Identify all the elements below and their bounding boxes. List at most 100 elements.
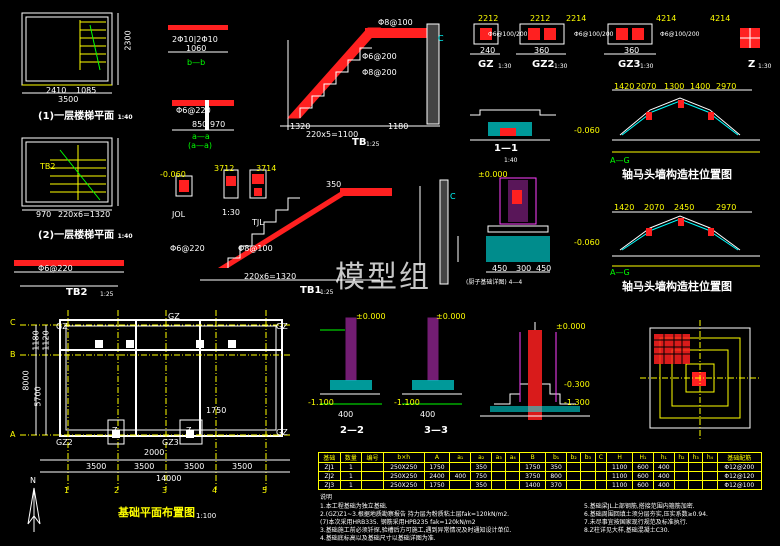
tb1-title: TB1 <box>300 285 322 296</box>
table-cell <box>491 480 507 490</box>
z-tag-2: Z <box>186 426 192 435</box>
table-header-cell: h₂ <box>673 452 690 463</box>
dim-240: 240 <box>480 46 496 55</box>
plan-3500-a: 3500 <box>86 462 107 471</box>
table-cell: 1100 <box>606 462 633 472</box>
table-cell: 1750 <box>519 462 547 472</box>
dim-450-b: 450 <box>536 264 552 273</box>
dim-1060: 1060 <box>186 44 207 53</box>
g2-1420: 1420 <box>614 203 635 212</box>
table-header-cell: a₂ <box>470 452 493 463</box>
dim-2212-b: 2212 <box>530 14 551 23</box>
table-header-cell: a₁ <box>449 452 472 463</box>
dim-3500: 3500 <box>58 95 79 104</box>
s44-elev: ±0.000 <box>478 170 508 179</box>
gable2-title: 轴马头墙构造柱位置图 <box>622 280 732 293</box>
rebar-tb1-low: Φ6@220 <box>170 244 205 253</box>
axis-2: 2 <box>114 486 120 495</box>
section-1-1 <box>470 109 556 141</box>
table-cell: Φ12@100 <box>716 480 763 490</box>
dim-300: 300 <box>516 264 532 273</box>
table-cell <box>673 480 690 490</box>
axis-3: 3 <box>162 486 168 495</box>
note-1: 1.本工程基础为独立基础. <box>320 503 388 510</box>
table-cell <box>491 471 507 481</box>
g2-2070: 2070 <box>644 203 665 212</box>
table-cell: 1400 <box>519 480 547 490</box>
table-cell <box>505 462 521 472</box>
g2-2970: 2970 <box>716 203 737 212</box>
table-cell: 350 <box>470 462 493 472</box>
rebar-aa: Φ6@220 <box>176 106 211 115</box>
plan-3500-c: 3500 <box>184 462 205 471</box>
rebar-tb-low: Φ8@200 <box>362 68 397 77</box>
plan-1180: 1180 <box>31 330 41 351</box>
g2-axis: A—G <box>610 268 630 277</box>
table-cell: 250X250 <box>382 471 425 481</box>
gz3-scale: 1:30 <box>640 63 654 70</box>
note-r4: 8.Z柱详见大样,基础混凝土C30. <box>584 527 670 534</box>
table-cell: 1 <box>339 480 363 490</box>
gz2-title: GZ2 <box>532 59 555 70</box>
gz-tag-6: GZ <box>276 428 288 437</box>
tjl-title: TJL <box>252 218 264 227</box>
beam-bb <box>168 25 234 131</box>
note-r1: 5.基础梁JL上部钢筋,搭接范围内箍筋加密. <box>584 503 695 510</box>
note-2: 2.(GZ)Z1~3.根据地质勘察报告 持力层为粉质粘土层fak=120kN/m… <box>320 511 510 518</box>
table-cell <box>505 471 521 481</box>
table-cell <box>449 480 472 490</box>
axis-b: B <box>10 350 16 359</box>
table-header-cell: a₃ <box>491 452 507 463</box>
table-cell: 400 <box>652 480 675 490</box>
table-cell <box>566 471 582 481</box>
table-cell <box>566 480 582 490</box>
table-header-cell: 编号 <box>361 452 384 463</box>
table-cell <box>688 480 704 490</box>
table-cell <box>361 462 384 472</box>
table-cell: 3750 <box>519 471 547 481</box>
table-cell <box>702 462 718 472</box>
gz-tag-1: GZ <box>56 322 68 331</box>
table-cell <box>673 471 690 481</box>
note-5: 4.基础底标高以及基础尺寸以基础详图为准. <box>320 535 436 542</box>
foundation-plan <box>20 310 290 490</box>
stair-plan-2-title: (2)一层楼梯平面 1:40 <box>38 230 133 241</box>
rebar-bb-top: 2Φ10|2Φ10 <box>172 35 218 44</box>
g1-2970: 2970 <box>716 82 737 91</box>
table-cell: 1 <box>339 471 363 481</box>
dim-970: 970 <box>36 210 52 219</box>
table-cell <box>491 462 507 472</box>
gz-title: GZ <box>478 59 494 70</box>
dim-850: 850|970 <box>192 120 226 129</box>
table-cell: 750 <box>470 471 493 481</box>
fd-elev-3: -1.300 <box>564 398 590 407</box>
table-cell: 250X250 <box>382 480 425 490</box>
table-cell: 1750 <box>423 480 451 490</box>
table-header-cell: b₃ <box>580 452 596 463</box>
tb-scale: 1:25 <box>366 141 380 148</box>
plan-3500-d: 3500 <box>232 462 253 471</box>
fd-elev-2: -0.300 <box>564 380 590 389</box>
table-header-cell: B <box>519 452 547 463</box>
table-cell <box>580 480 596 490</box>
table-cell: 600 <box>632 480 654 490</box>
section-2-2 <box>320 317 382 405</box>
axis-1: 1 <box>64 486 70 495</box>
table-cell <box>594 462 608 472</box>
dim-360: 360 <box>534 46 550 55</box>
table-cell <box>449 462 472 472</box>
s22-elev: ±0.000 <box>356 312 386 321</box>
plan-3500-b: 3500 <box>134 462 155 471</box>
table-cell: 400 <box>652 462 675 472</box>
plan-title: 基础平面布置图 <box>118 506 195 519</box>
rebar-tb-mid: Φ6@200 <box>362 52 397 61</box>
table-cell: 600 <box>632 471 654 481</box>
stair-plan-2 <box>21 137 119 211</box>
table-header-cell: h₁ <box>652 452 675 463</box>
dim-1320: 1320 <box>290 122 311 131</box>
dim-tb-steps: 220x5=1100 <box>306 130 359 139</box>
table-cell: 2400 <box>423 471 451 481</box>
plan-1750: 1750 <box>206 406 227 415</box>
